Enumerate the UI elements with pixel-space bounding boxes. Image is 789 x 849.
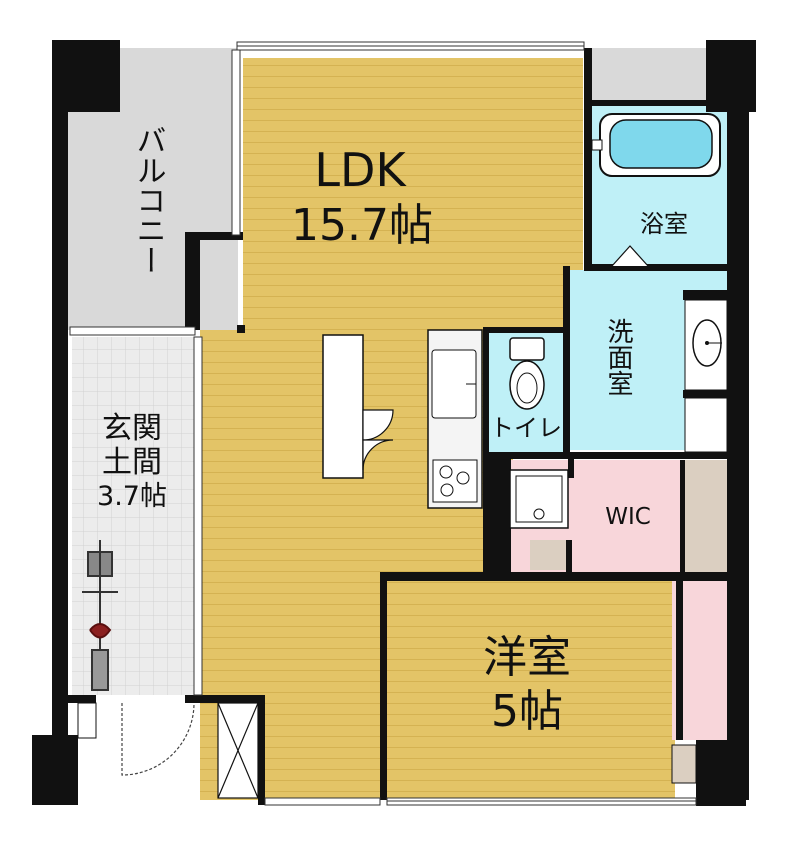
washbasin-icon [684,299,728,453]
ldk-label: LDK [314,143,407,197]
kitchen-counter [427,329,483,509]
balcony-floor-right [592,48,710,104]
stove-icon [432,459,478,503]
shoe-storage [530,540,570,570]
western-room-label: 洋室 [483,632,571,683]
entrance-label-1: 玄関 [102,411,162,446]
toilet-label: トイレ [490,414,562,442]
wic-label: WIC [605,504,651,530]
shoe-closet-icon [217,702,259,799]
walls [32,40,756,806]
bicycle-icon [82,540,118,691]
door-swing-icon [611,245,649,267]
bath-label: 浴室 [640,210,688,238]
western-room-size-label: 5帖 [491,686,563,737]
ldk-floor [243,58,583,333]
washroom-label: 洗面室 [603,318,633,396]
island-door-icon [362,409,394,471]
closet-storage [671,744,697,784]
balcony-label: バルコニー [131,125,166,275]
entrance-floor [72,337,194,695]
entrance-door-icon [121,702,195,776]
kitchen-island [322,334,364,479]
entrance-label-2: 土間 [102,445,162,480]
windows [69,41,697,806]
bathtub-icon [591,113,721,177]
ldk-size-label: 15.7帖 [291,200,433,251]
washing-machine-pan-icon [509,469,569,529]
western-room-floor [385,580,675,800]
entrance-cabinet [77,702,97,739]
toilet-icon [509,337,545,410]
entrance-size-label: 3.7帖 [97,481,167,512]
wic-shelf [683,460,727,572]
